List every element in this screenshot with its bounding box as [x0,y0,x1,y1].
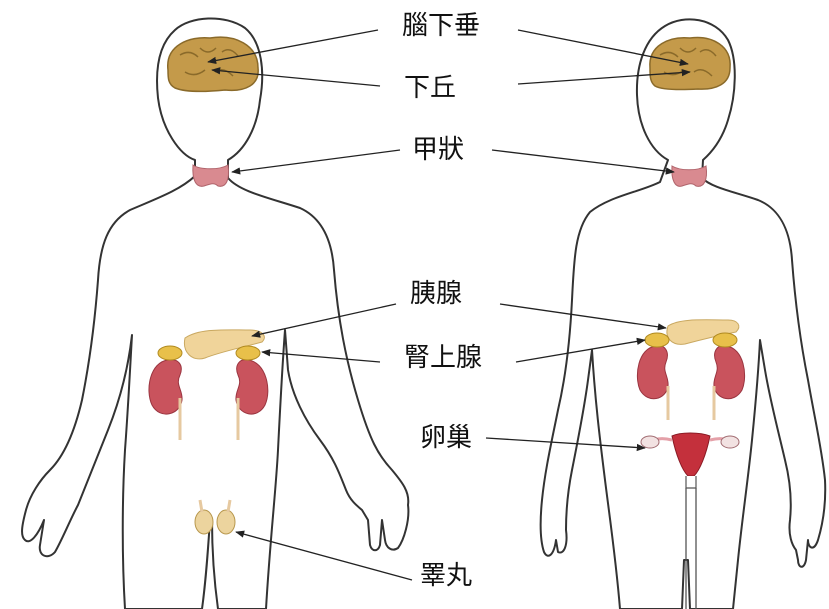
label-hypothalamus: 下丘 [404,73,456,103]
female-ovary-right [721,436,739,448]
pointer-thyroid-right [492,150,674,172]
label-pancreas: 胰腺 [410,279,462,309]
label-ovary: 卵巢 [420,423,472,453]
label-adrenal: 腎上腺 [404,343,482,373]
male-adrenal-right [236,346,260,360]
pointer-thyroid-left [232,150,400,172]
male-brain [168,37,258,91]
male-testis-right [217,510,235,534]
female-ovary-left [641,436,659,448]
male-adrenal-left [158,346,182,360]
label-testis: 睪丸 [420,561,472,591]
female-figure [541,19,826,609]
female-adrenal-left [645,333,669,347]
female-brain [650,38,730,90]
label-thyroid: 甲狀 [412,135,464,165]
label-pituitary: 腦下垂 [402,11,480,41]
female-adrenal-right [713,333,737,347]
male-testis-left [195,510,213,534]
female-body-outline [541,19,826,609]
labels: 腦下垂 下丘 甲狀 胰腺 腎上腺 卵巢 睪丸 [402,11,482,591]
